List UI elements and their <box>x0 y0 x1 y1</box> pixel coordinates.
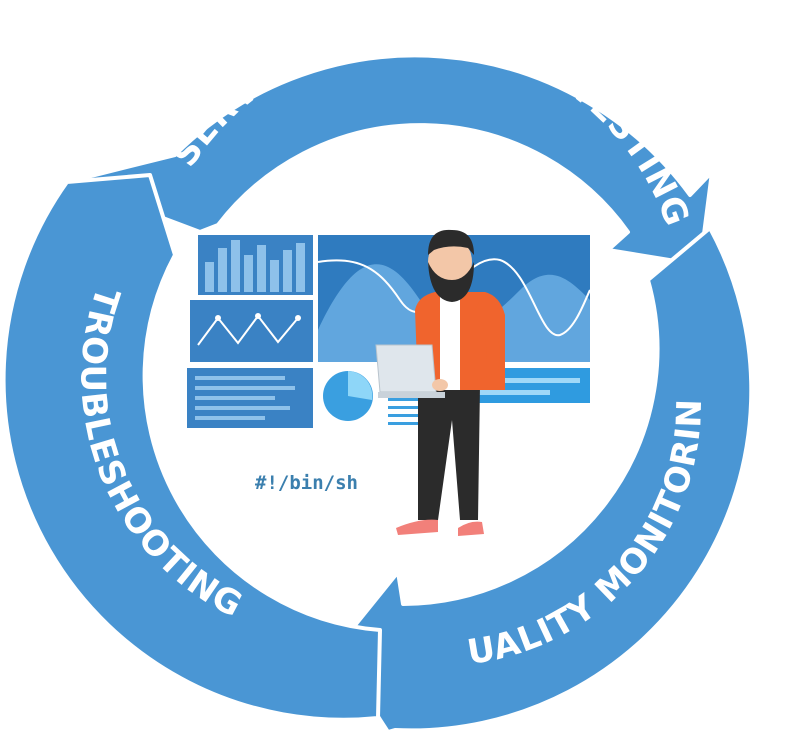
engineer-figure <box>375 229 505 536</box>
list-panel <box>187 368 313 428</box>
cycle-arrows <box>1 53 754 734</box>
arrow-troubleshooting <box>1 173 382 722</box>
pie-chart-panel <box>318 368 390 428</box>
dashboard-illustration <box>187 235 591 428</box>
terminal-text: #!/bin/sh <box>255 472 358 494</box>
arrow-service-activation-testing <box>65 53 714 267</box>
zigzag-chart-panel <box>190 300 313 362</box>
bar-chart-panel <box>198 235 313 295</box>
laptop-icon <box>375 344 445 398</box>
arrow-quality-monitoring <box>333 226 754 734</box>
